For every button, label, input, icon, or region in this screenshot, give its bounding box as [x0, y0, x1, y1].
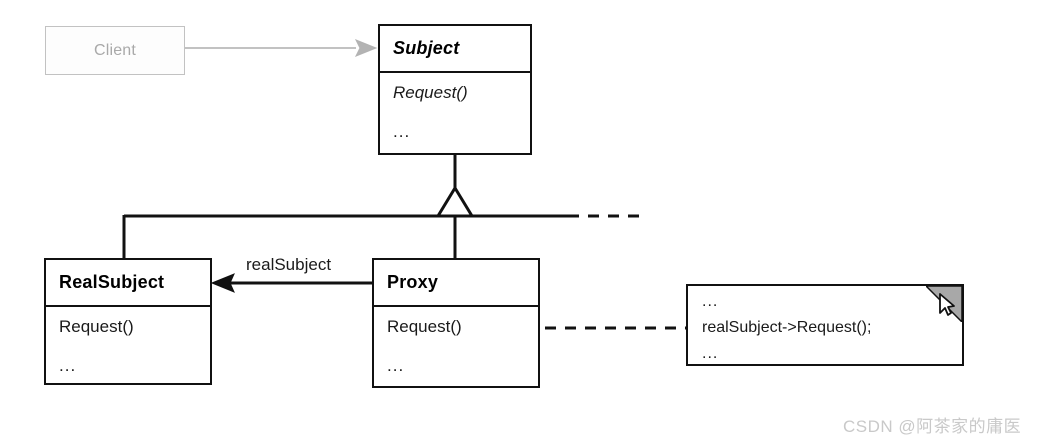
note-line-0: ...: [702, 293, 719, 310]
client-class-name: Client: [93, 41, 137, 59]
client-to-subject-arrowhead: [354, 39, 378, 57]
proxy-class-box[interactable]: Proxy Request() ...: [372, 258, 540, 388]
client-box[interactable]: Client: [45, 26, 185, 75]
subject-member-0: Request(): [393, 83, 468, 102]
subject-class-name: Subject: [393, 38, 460, 58]
realsubject-member-0: Request(): [59, 317, 134, 336]
proxy-member-1: ...: [387, 356, 405, 375]
subject-title-compartment: Subject: [380, 26, 530, 73]
proxy-title-compartment: Proxy: [374, 260, 538, 307]
note-line-1: realSubject->Request();: [702, 319, 872, 336]
proxy-member-0: Request(): [387, 317, 462, 336]
subject-member-1: ...: [393, 122, 411, 141]
realsubject-member-1: ...: [59, 356, 77, 375]
csdn-watermark: CSDN @阿茶家的庸医: [843, 417, 1022, 436]
subject-members-compartment: Request() ...: [380, 73, 530, 140]
subject-class-box[interactable]: Subject Request() ...: [378, 24, 532, 155]
realsubject-class-name: RealSubject: [59, 272, 165, 292]
realsubject-class-box[interactable]: RealSubject Request() ...: [44, 258, 212, 385]
note-box[interactable]: ... realSubject->Request(); ...: [686, 284, 964, 366]
proxy-class-name: Proxy: [387, 272, 439, 292]
realsubject-title-compartment: RealSubject: [46, 260, 210, 307]
proxy-to-realsubject-arrowhead: [210, 273, 235, 293]
realsubject-members-compartment: Request() ...: [46, 307, 210, 374]
association-role-label: realSubject: [246, 255, 332, 274]
generalization-triangle: [435, 185, 475, 218]
proxy-members-compartment: Request() ...: [374, 307, 538, 374]
note-line-2: ...: [702, 345, 719, 362]
